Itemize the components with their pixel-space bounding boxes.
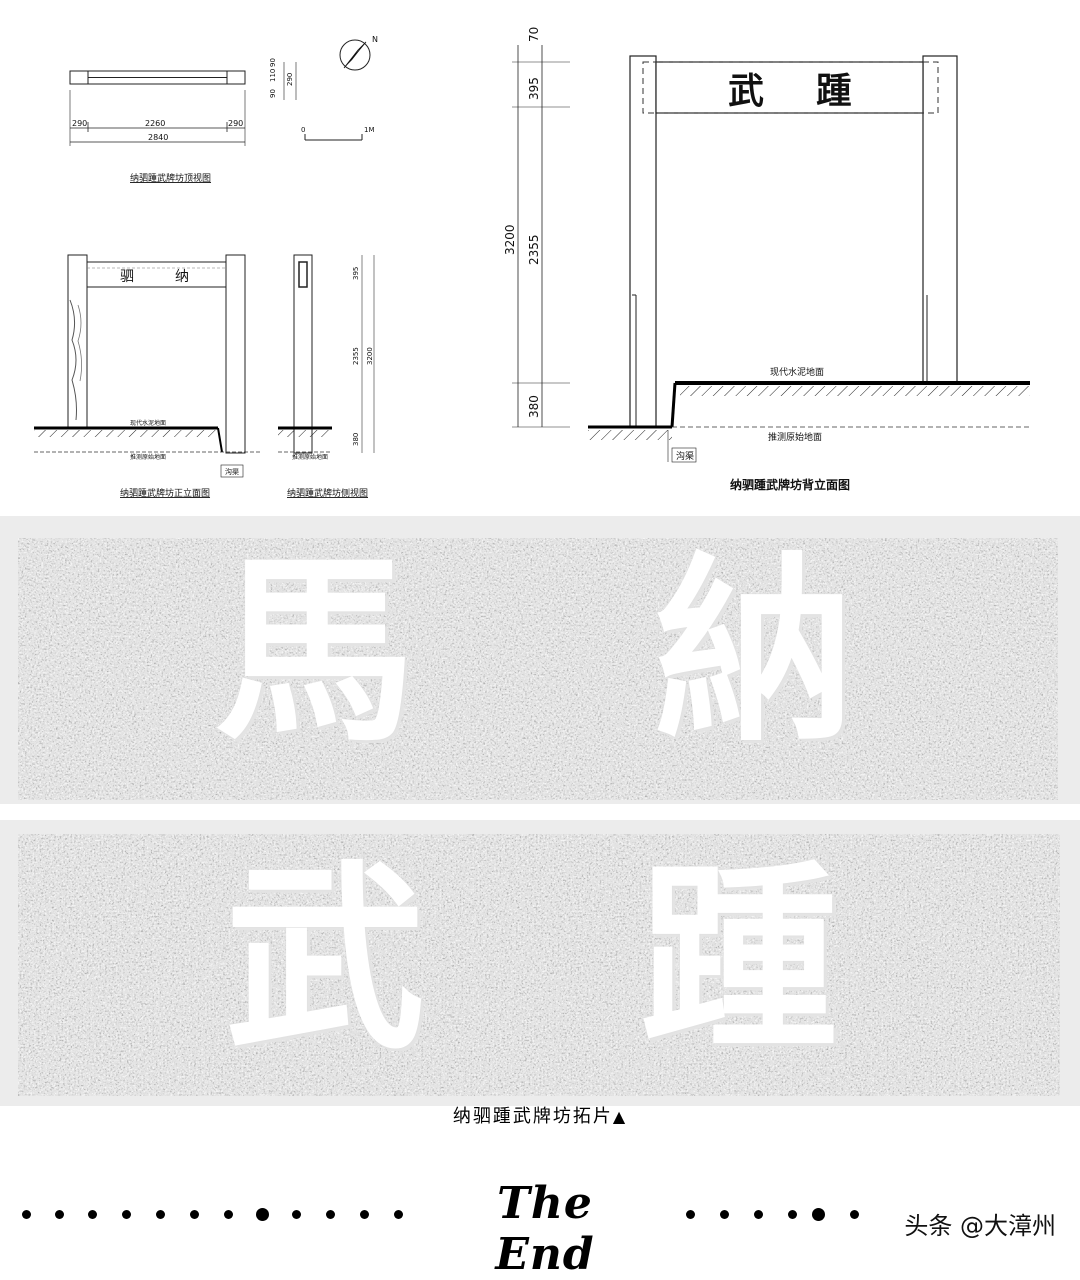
side-original-ground-label: 推测原始地面: [292, 453, 328, 461]
side-elevation-title: 纳驷踵武牌坊侧视图: [287, 487, 368, 499]
front-elevation: 驷 纳 现代水泥地面 推测原始地面 沟渠 纳驷踵武牌坊正立面图: [34, 254, 260, 499]
rubbing-panel-2: 武 踵: [0, 820, 1080, 1106]
divider-dot: [156, 1210, 165, 1219]
back-dim-380: 380: [527, 395, 541, 418]
north-label: N: [372, 35, 378, 44]
rubbing-2-char-1: 武: [225, 842, 426, 1077]
back-original-ground-label: 推测原始地面: [768, 431, 822, 443]
front-ground-label: 现代水泥地面: [130, 419, 166, 427]
plan-side-dim-1: 90: [269, 58, 277, 67]
rubbing-2-char-2: 踵: [640, 842, 841, 1077]
plan-dim-total: 2840: [148, 133, 168, 142]
architectural-drawing-sheet: 290 2260 290 2840 90 110 90 290 纳驷踵武牌坊顶视…: [34, 27, 1030, 499]
divider-dot: [686, 1210, 695, 1219]
back-ditch-label: 沟渠: [676, 450, 694, 462]
plan-side-dim-3: 90: [269, 89, 277, 98]
scale-one: 1M: [364, 126, 375, 134]
plan-view-title: 纳驷踵武牌坊顶视图: [130, 172, 211, 184]
divider-dot: [326, 1210, 335, 1219]
rubbing-1-char-1: 馬: [215, 534, 416, 769]
front-lintel-char-1: 驷: [120, 269, 134, 285]
divider-dot: [190, 1210, 199, 1219]
divider-dot: [55, 1210, 64, 1219]
divider-dot: [88, 1210, 97, 1219]
back-dim-70: 70: [527, 27, 541, 42]
divider-dot: [788, 1210, 797, 1219]
plan-dim-left: 290: [72, 119, 87, 128]
back-dim-3200: 3200: [503, 224, 517, 255]
plan-dim-right: 290: [228, 119, 243, 128]
divider-dot: [812, 1208, 825, 1221]
side-dim-395: 395: [352, 267, 360, 280]
side-elevation: 推测原始地面 395 2355 3200 380 纳驷踵武牌坊侧视图: [278, 254, 375, 499]
divider-dot: [292, 1210, 301, 1219]
divider-dot: [720, 1210, 729, 1219]
scale-bar: 0 1M: [301, 126, 375, 141]
divider-dot: [122, 1210, 131, 1219]
front-lintel-char-2: 纳: [175, 269, 189, 285]
plan-view: 290 2260 290 2840 90 110 90 290 纳驷踵武牌坊顶视…: [69, 58, 297, 184]
north-arrow-icon: N: [339, 35, 378, 71]
plan-dim-middle: 2260: [145, 119, 165, 128]
source-watermark: 头条 @大漳州: [904, 1212, 1056, 1240]
divider-dot: [754, 1210, 763, 1219]
divider-dot: [360, 1210, 369, 1219]
front-elevation-title: 纳驷踵武牌坊正立面图: [120, 487, 210, 499]
back-elevation-title: 纳驷踵武牌坊背立面图: [730, 477, 850, 492]
back-lintel-char-2: 踵: [816, 71, 852, 112]
back-elevation: 武 踵 现代水泥地面 推测原始地面 沟渠 70 395 2355 3200 38…: [503, 27, 1030, 492]
side-dim-3200: 3200: [366, 347, 374, 365]
caption-triangle-marker: ▲: [612, 1107, 628, 1126]
front-ditch-label: 沟渠: [225, 467, 239, 476]
divider-dot: [224, 1210, 233, 1219]
right-dot-divider: [670, 1206, 1080, 1226]
divider-dot: [850, 1210, 859, 1219]
scale-zero: 0: [301, 126, 305, 134]
divider-dot: [256, 1208, 269, 1221]
plan-side-dim-2: 110: [269, 69, 277, 82]
left-dot-divider: [0, 1206, 420, 1226]
rubbing-caption: 纳驷踵武牌坊拓片▲: [0, 1102, 1080, 1128]
caption-text: 纳驷踵武牌坊拓片: [452, 1106, 613, 1127]
back-lintel-char-1: 武: [728, 71, 764, 112]
back-ground-label: 现代水泥地面: [770, 366, 824, 378]
back-dim-2355: 2355: [527, 234, 541, 265]
the-end-heading: The End: [495, 1178, 595, 1280]
back-dim-395: 395: [527, 77, 541, 100]
divider-dot: [394, 1210, 403, 1219]
divider-dot: [22, 1210, 31, 1219]
plan-side-dim-total: 290: [286, 73, 294, 86]
side-dim-2355: 2355: [352, 347, 360, 365]
front-original-ground-label: 推测原始地面: [130, 453, 166, 461]
rubbing-1-char-2: 納: [655, 534, 856, 769]
side-dim-380: 380: [352, 433, 360, 446]
rubbing-panel-1: 馬 納: [0, 516, 1080, 804]
